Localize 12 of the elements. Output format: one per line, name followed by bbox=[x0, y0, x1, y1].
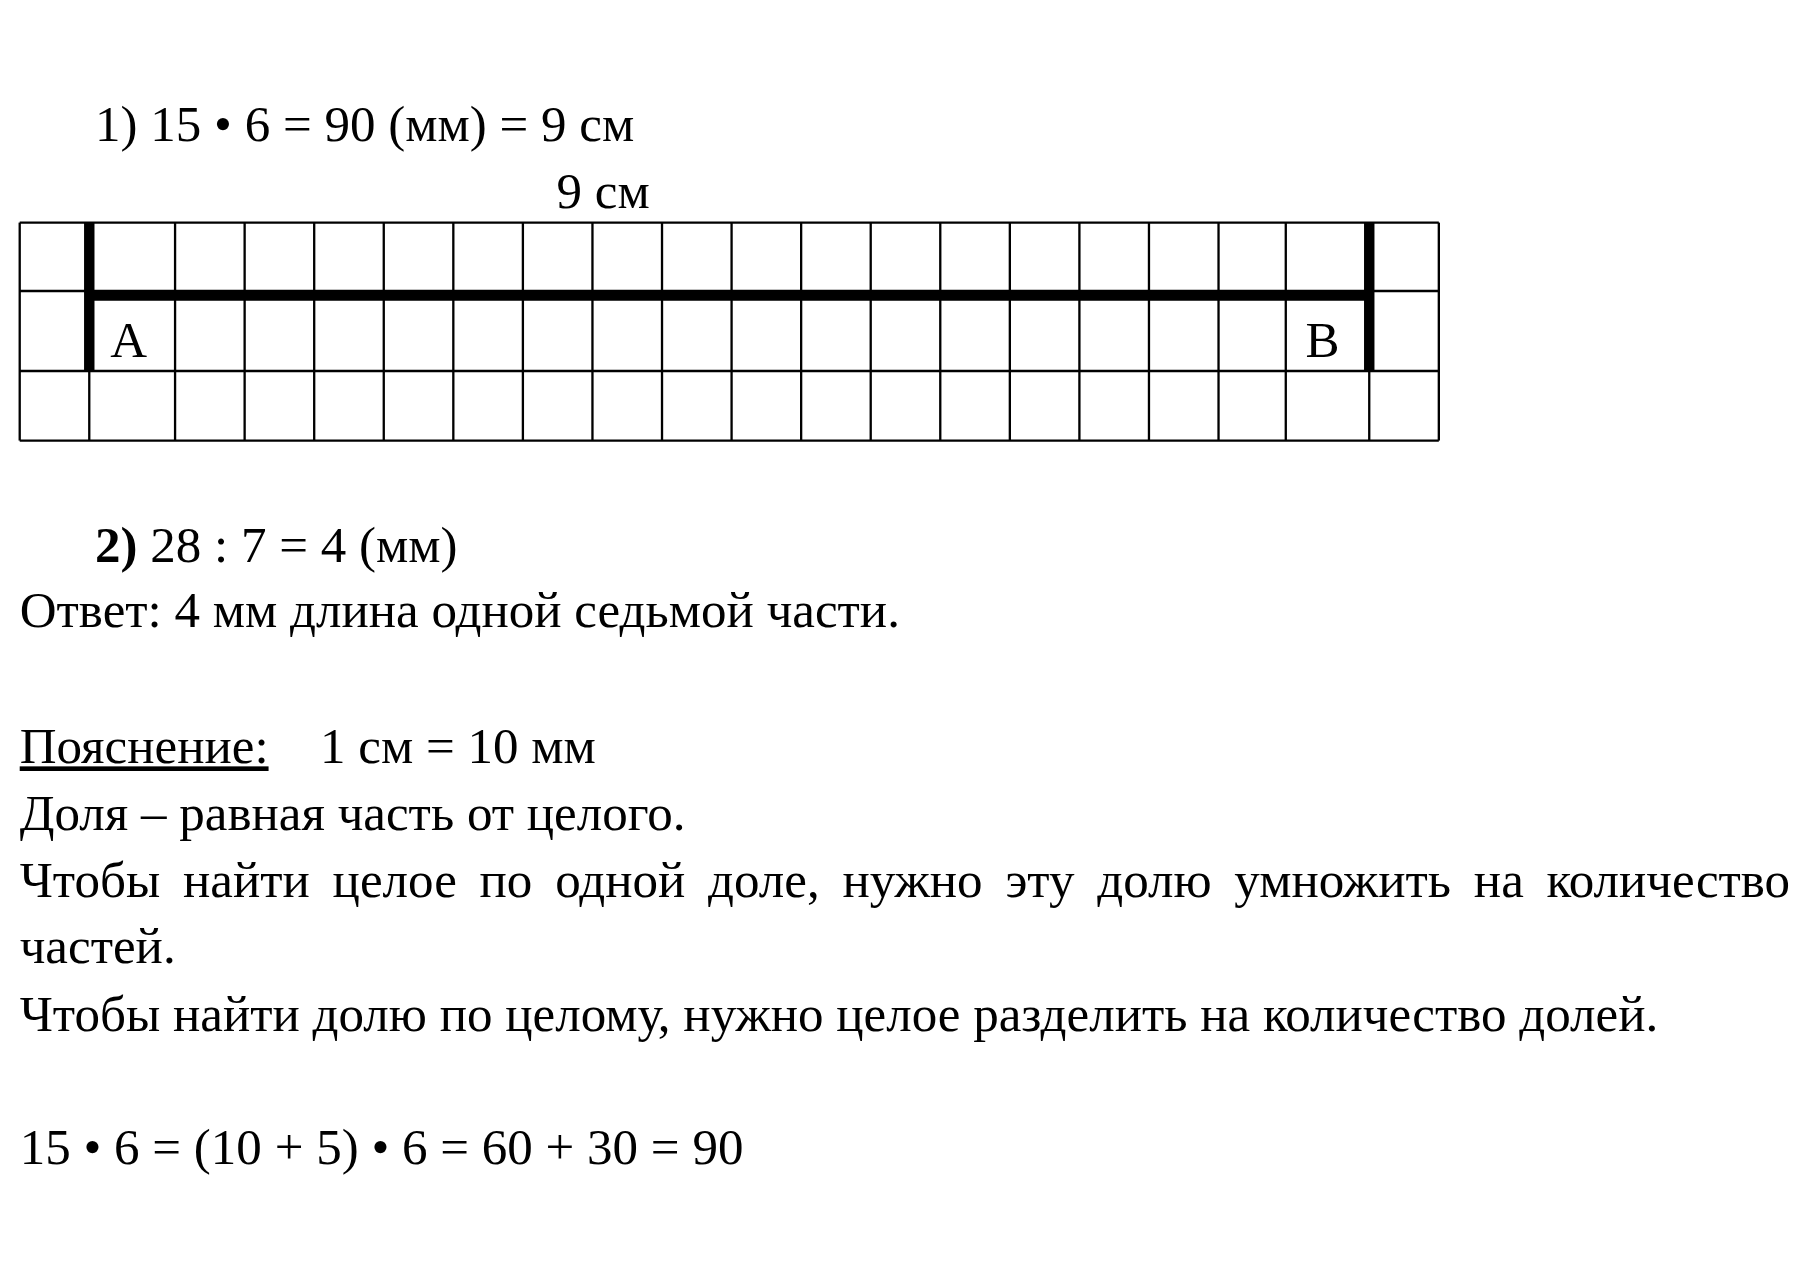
definition-text: Доля – равная часть от целого. bbox=[19, 783, 686, 844]
rule-text: Чтобы найти целое по одной доле, нужно эту долю умножить на количество частей. bbox=[19, 851, 1791, 978]
point-label: B bbox=[1305, 310, 1340, 371]
heading-text: Пояснение: bbox=[19, 716, 269, 777]
equation-text: 1) 15 • 6 = 90 (мм) = 9 см bbox=[95, 95, 635, 156]
equation-text: 2) 28 : 7 = 4 (мм) bbox=[95, 516, 458, 576]
rule-text: Чтобы найти долю по целому, нужно целое разделить на количество долей. bbox=[19, 984, 1660, 1045]
answer-text: Ответ: 4 мм длина одной седьмой части. bbox=[19, 581, 900, 641]
dimension-label: 9 см bbox=[556, 161, 650, 222]
point-label: A bbox=[110, 310, 147, 371]
equation-text: 1 см = 10 мм bbox=[320, 716, 596, 777]
equation-text: 15 • 6 = (10 + 5) • 6 = 60 + 30 = 90 bbox=[19, 1117, 744, 1178]
